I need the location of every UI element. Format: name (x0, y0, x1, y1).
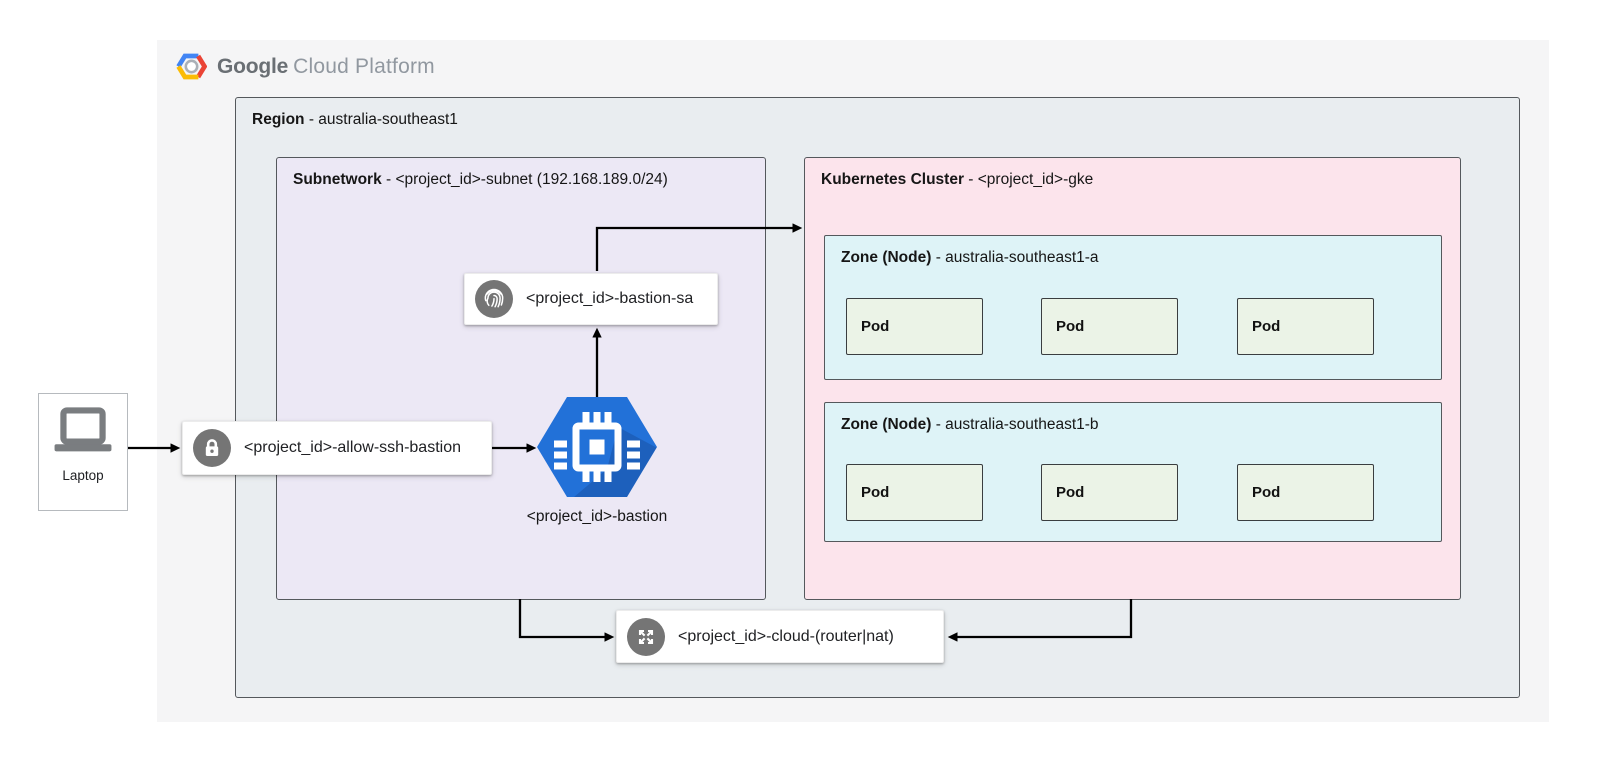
zone-a-label: Zone (Node) - australia-southeast1-a (841, 249, 1099, 267)
pod-box: Pod (846, 298, 983, 355)
region-label-rest: - australia-southeast1 (304, 111, 458, 128)
service-account-label: <project_id>-bastion-sa (526, 290, 694, 307)
cluster-label-bold: Kubernetes Cluster (821, 171, 964, 188)
pod-label: Pod (861, 484, 890, 501)
firewall-rule-card: <project_id>-allow-ssh-bastion (182, 421, 492, 475)
zone-b-label-bold: Zone (Node) (841, 416, 932, 433)
four-arrows-icon (627, 617, 665, 656)
cloud-router-label: <project_id>-cloud-(router|nat) (678, 627, 894, 645)
bastion-node (537, 395, 657, 499)
bastion-label: <project_id>-bastion (526, 508, 668, 525)
zone-a-label-bold: Zone (Node) (841, 249, 932, 266)
pod-label: Pod (1056, 484, 1085, 501)
gcp-hexagon-logo-icon (176, 53, 207, 80)
subnetwork-box: Subnetwork - <project_id>-subnet (192.16… (276, 157, 766, 600)
cluster-label-rest: - <project_id>-gke (963, 171, 1094, 188)
gcp-brand-bold: Google (217, 54, 289, 78)
pod-label: Pod (1252, 484, 1281, 501)
subnetwork-label-bold: Subnetwork (293, 171, 382, 188)
region-label: Region - australia-southeast1 (252, 111, 458, 129)
compute-engine-icon (537, 397, 657, 497)
pod-box: Pod (1041, 298, 1178, 355)
lock-icon (193, 429, 231, 467)
pod-label: Pod (861, 318, 890, 335)
laptop-icon (54, 407, 112, 452)
kubernetes-cluster-box: Kubernetes Cluster - <project_id>-gke Zo… (804, 157, 1461, 600)
laptop-card: Laptop (38, 393, 128, 511)
pod-label: Pod (1252, 318, 1281, 335)
zone-a-label-rest: - australia-southeast1-a (931, 249, 1099, 266)
zone-a-box: Zone (Node) - australia-southeast1-a Pod… (824, 235, 1442, 380)
zone-b-label: Zone (Node) - australia-southeast1-b (841, 416, 1099, 434)
zone-b-box: Zone (Node) - australia-southeast1-b Pod… (824, 402, 1442, 542)
region-box: Region - australia-southeast1 Subnetwork… (235, 97, 1520, 698)
pod-box: Pod (846, 464, 983, 521)
subnetwork-label-rest: - <project_id>-subnet (192.168.189.0/24) (381, 171, 668, 188)
cloud-router-card: <project_id>-cloud-(router|nat) (616, 610, 944, 663)
service-account-card: <project_id>-bastion-sa (464, 273, 718, 325)
fingerprint-icon (475, 280, 513, 318)
pod-box: Pod (1237, 298, 1374, 355)
pod-box: Pod (1041, 464, 1178, 521)
gcp-brand-light: Cloud Platform (293, 54, 435, 78)
subnetwork-label: Subnetwork - <project_id>-subnet (192.16… (293, 171, 668, 189)
firewall-rule-label: <project_id>-allow-ssh-bastion (244, 439, 461, 456)
zone-b-label-rest: - australia-southeast1-b (931, 416, 1099, 433)
region-label-bold: Region (252, 111, 305, 128)
laptop-label: Laptop (62, 468, 104, 483)
pod-box: Pod (1237, 464, 1374, 521)
kubernetes-cluster-label: Kubernetes Cluster - <project_id>-gke (821, 171, 1093, 189)
pod-label: Pod (1056, 318, 1085, 335)
